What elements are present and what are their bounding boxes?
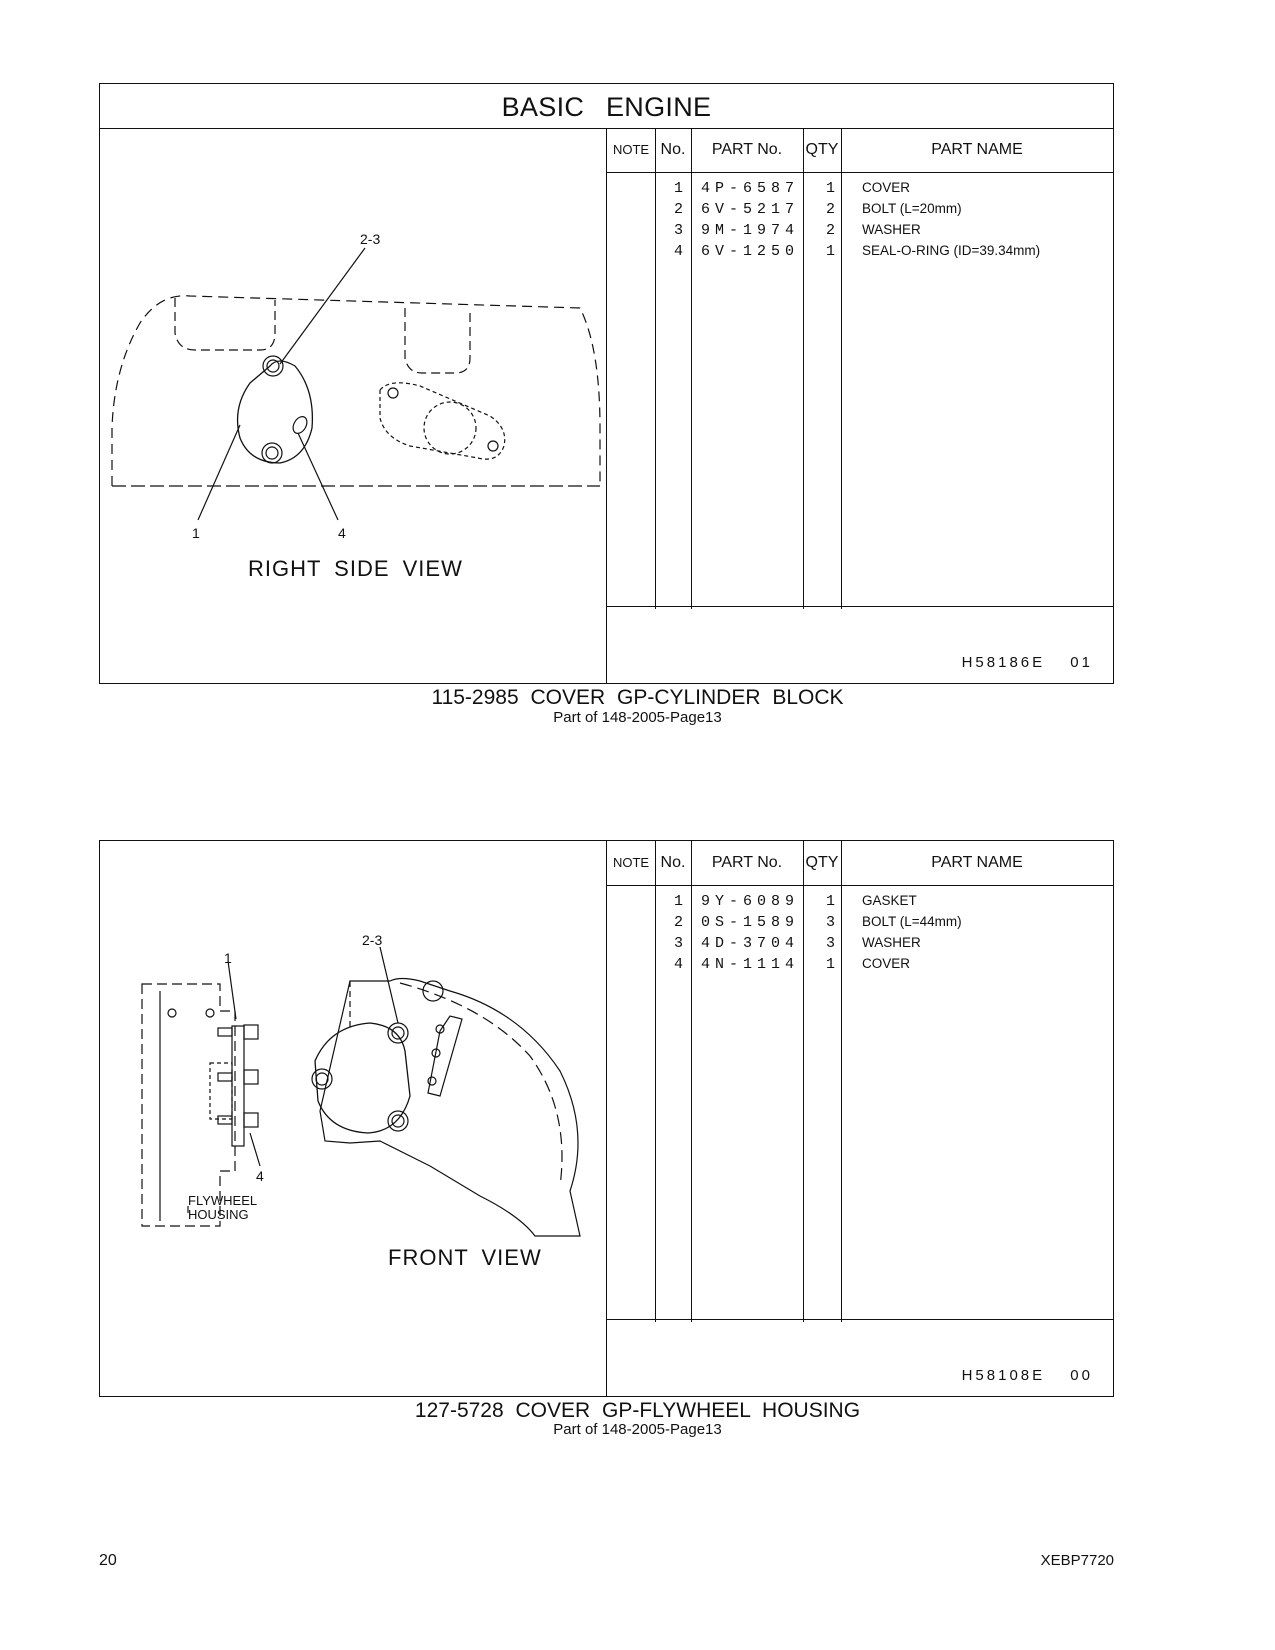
table-header: NOTE No. PART No. QTY PART NAME [607, 128, 1113, 173]
header-part-no: PART No. [711, 141, 783, 158]
front-view-illustration: 2-3 1 4 FLYWHEEL HOUSING FRONT VIEW [141, 932, 581, 1270]
callout-1: 1 [192, 525, 200, 541]
callout-2-3: 2-3 [360, 231, 380, 247]
header-part-name: PART NAME [931, 854, 1023, 871]
header-no: No. [660, 854, 686, 871]
group-subcaption: Part of 148-2005-Page13 [553, 709, 722, 726]
callout-1: 1 [224, 950, 232, 966]
flywheel-housing-label-line2: HOUSING [188, 1207, 249, 1222]
illustration-reference: H58186E 01 [961, 654, 1093, 671]
table-footer: H58186E 01 [607, 606, 1113, 683]
flywheel-housing-label-line1: FLYWHEEL [188, 1193, 257, 1208]
parts-panel-cylinder-block: BASIC ENGINE 2-3 1 4 RIGHT SIDE VI [99, 83, 1114, 684]
header-note: NOTE [612, 142, 650, 157]
right-side-view-illustration: 2-3 1 4 RIGHT SIDE VIEW [111, 231, 601, 581]
header-part-no: PART No. [711, 854, 783, 871]
callout-2-3: 2-3 [362, 932, 382, 948]
group-caption: 127-5728 COVER GP-FLYWHEEL HOUSING [414, 1399, 861, 1422]
header-note: NOTE [612, 855, 650, 870]
section-title: BASIC ENGINE [100, 84, 1113, 129]
group-subcaption: Part of 148-2005-Page13 [553, 1421, 722, 1438]
table-footer: H58108E 00 [607, 1319, 1113, 1396]
header-no: No. [660, 141, 686, 158]
view-label: FRONT VIEW [388, 1245, 542, 1270]
header-part-name: PART NAME [931, 141, 1023, 158]
callout-4: 4 [338, 525, 346, 541]
header-qty: QTY [805, 854, 839, 871]
illustration-reference: H58108E 00 [961, 1367, 1093, 1384]
document-id: XEBP7720 [1040, 1552, 1114, 1569]
callout-4: 4 [256, 1168, 264, 1184]
header-qty: QTY [805, 141, 839, 158]
group-caption: 115-2985 COVER GP-CYLINDER BLOCK [431, 686, 844, 709]
view-label: RIGHT SIDE VIEW [248, 556, 463, 581]
page-number: 20 [99, 1552, 117, 1569]
parts-panel-flywheel-housing: 2-3 1 4 FLYWHEEL HOUSING FRONT VIEW NOTE… [99, 840, 1114, 1397]
table-header: NOTE No. PART No. QTY PART NAME [607, 841, 1113, 886]
